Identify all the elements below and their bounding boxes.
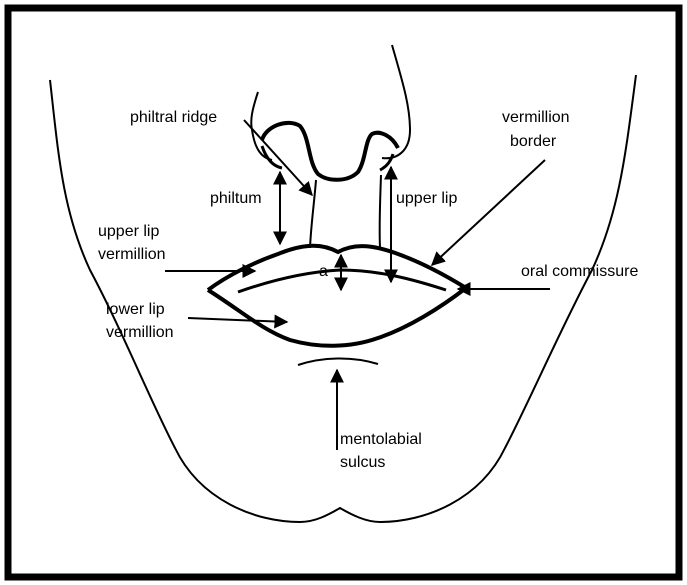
philtrum-label: philtum [210, 190, 262, 207]
lower-lip-vermillion-label-line2: vermillion [106, 324, 174, 341]
a-label: a [319, 263, 328, 280]
vermillion-border-label-line1: vermillion [502, 109, 570, 126]
upper-lip-vermillion-label-line2: vermillion [98, 246, 166, 263]
oral-commissure-label: oral commissure [521, 263, 638, 280]
mentolabial-sulcus-label-line1: mentolabial [340, 431, 422, 448]
lower-lip-vermillion-label-line1: lower lip [106, 301, 165, 318]
upper-lip-vermillion-label-line1: upper lip [98, 223, 159, 240]
upper-lip-label: upper lip [396, 190, 457, 207]
mentolabial-sulcus-label-line2: sulcus [340, 454, 385, 471]
philtral-ridge-label: philtral ridge [130, 109, 217, 126]
vermillion-border-label-line2: border [510, 133, 557, 150]
figure-frame [8, 8, 679, 577]
